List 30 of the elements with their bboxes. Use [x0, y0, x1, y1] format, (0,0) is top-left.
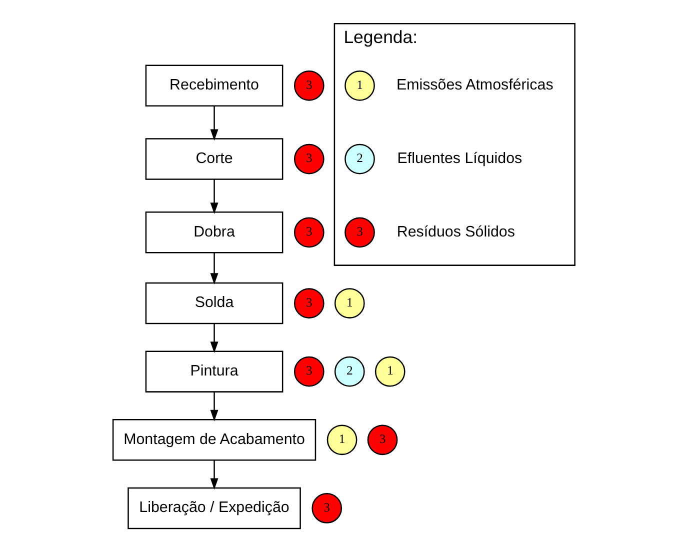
node-circle: 3: [293, 144, 324, 174]
node-box: Recebimento: [144, 64, 283, 107]
node-box: Montagem de Acabamento: [112, 419, 316, 461]
node-label: Efluentes Líquidos: [396, 150, 522, 167]
node-circle: 1: [326, 424, 357, 456]
arrow: [210, 179, 218, 214]
node-box: Dobra: [144, 212, 283, 254]
node-circle: 3: [293, 288, 324, 318]
node-box: Corte: [144, 138, 283, 180]
node-circle: 3: [293, 70, 324, 101]
node-circle: 1: [334, 288, 364, 318]
arrow: [210, 392, 218, 422]
node-box: Pintura: [144, 350, 283, 392]
node-circle: 3: [311, 493, 342, 524]
node-circle: 1: [374, 356, 405, 387]
node-label: Emissões Atmosféricas: [396, 76, 553, 94]
node-circle: 3: [293, 217, 324, 248]
arrow: [210, 252, 218, 284]
node-circle: 2: [344, 144, 374, 174]
node-label: Resíduos Sólidos: [396, 223, 514, 240]
node-box: Liberação / Expedição: [127, 487, 300, 530]
arrow: [210, 460, 218, 490]
node-circle: 3: [344, 217, 374, 248]
node-circle: 1: [344, 70, 374, 101]
arrow: [210, 106, 218, 141]
node-circle: 3: [366, 424, 398, 456]
node-circle: 3: [293, 356, 324, 387]
node-box: Solda: [144, 282, 283, 324]
node-circle: 2: [334, 356, 364, 387]
arrow: [210, 324, 218, 354]
